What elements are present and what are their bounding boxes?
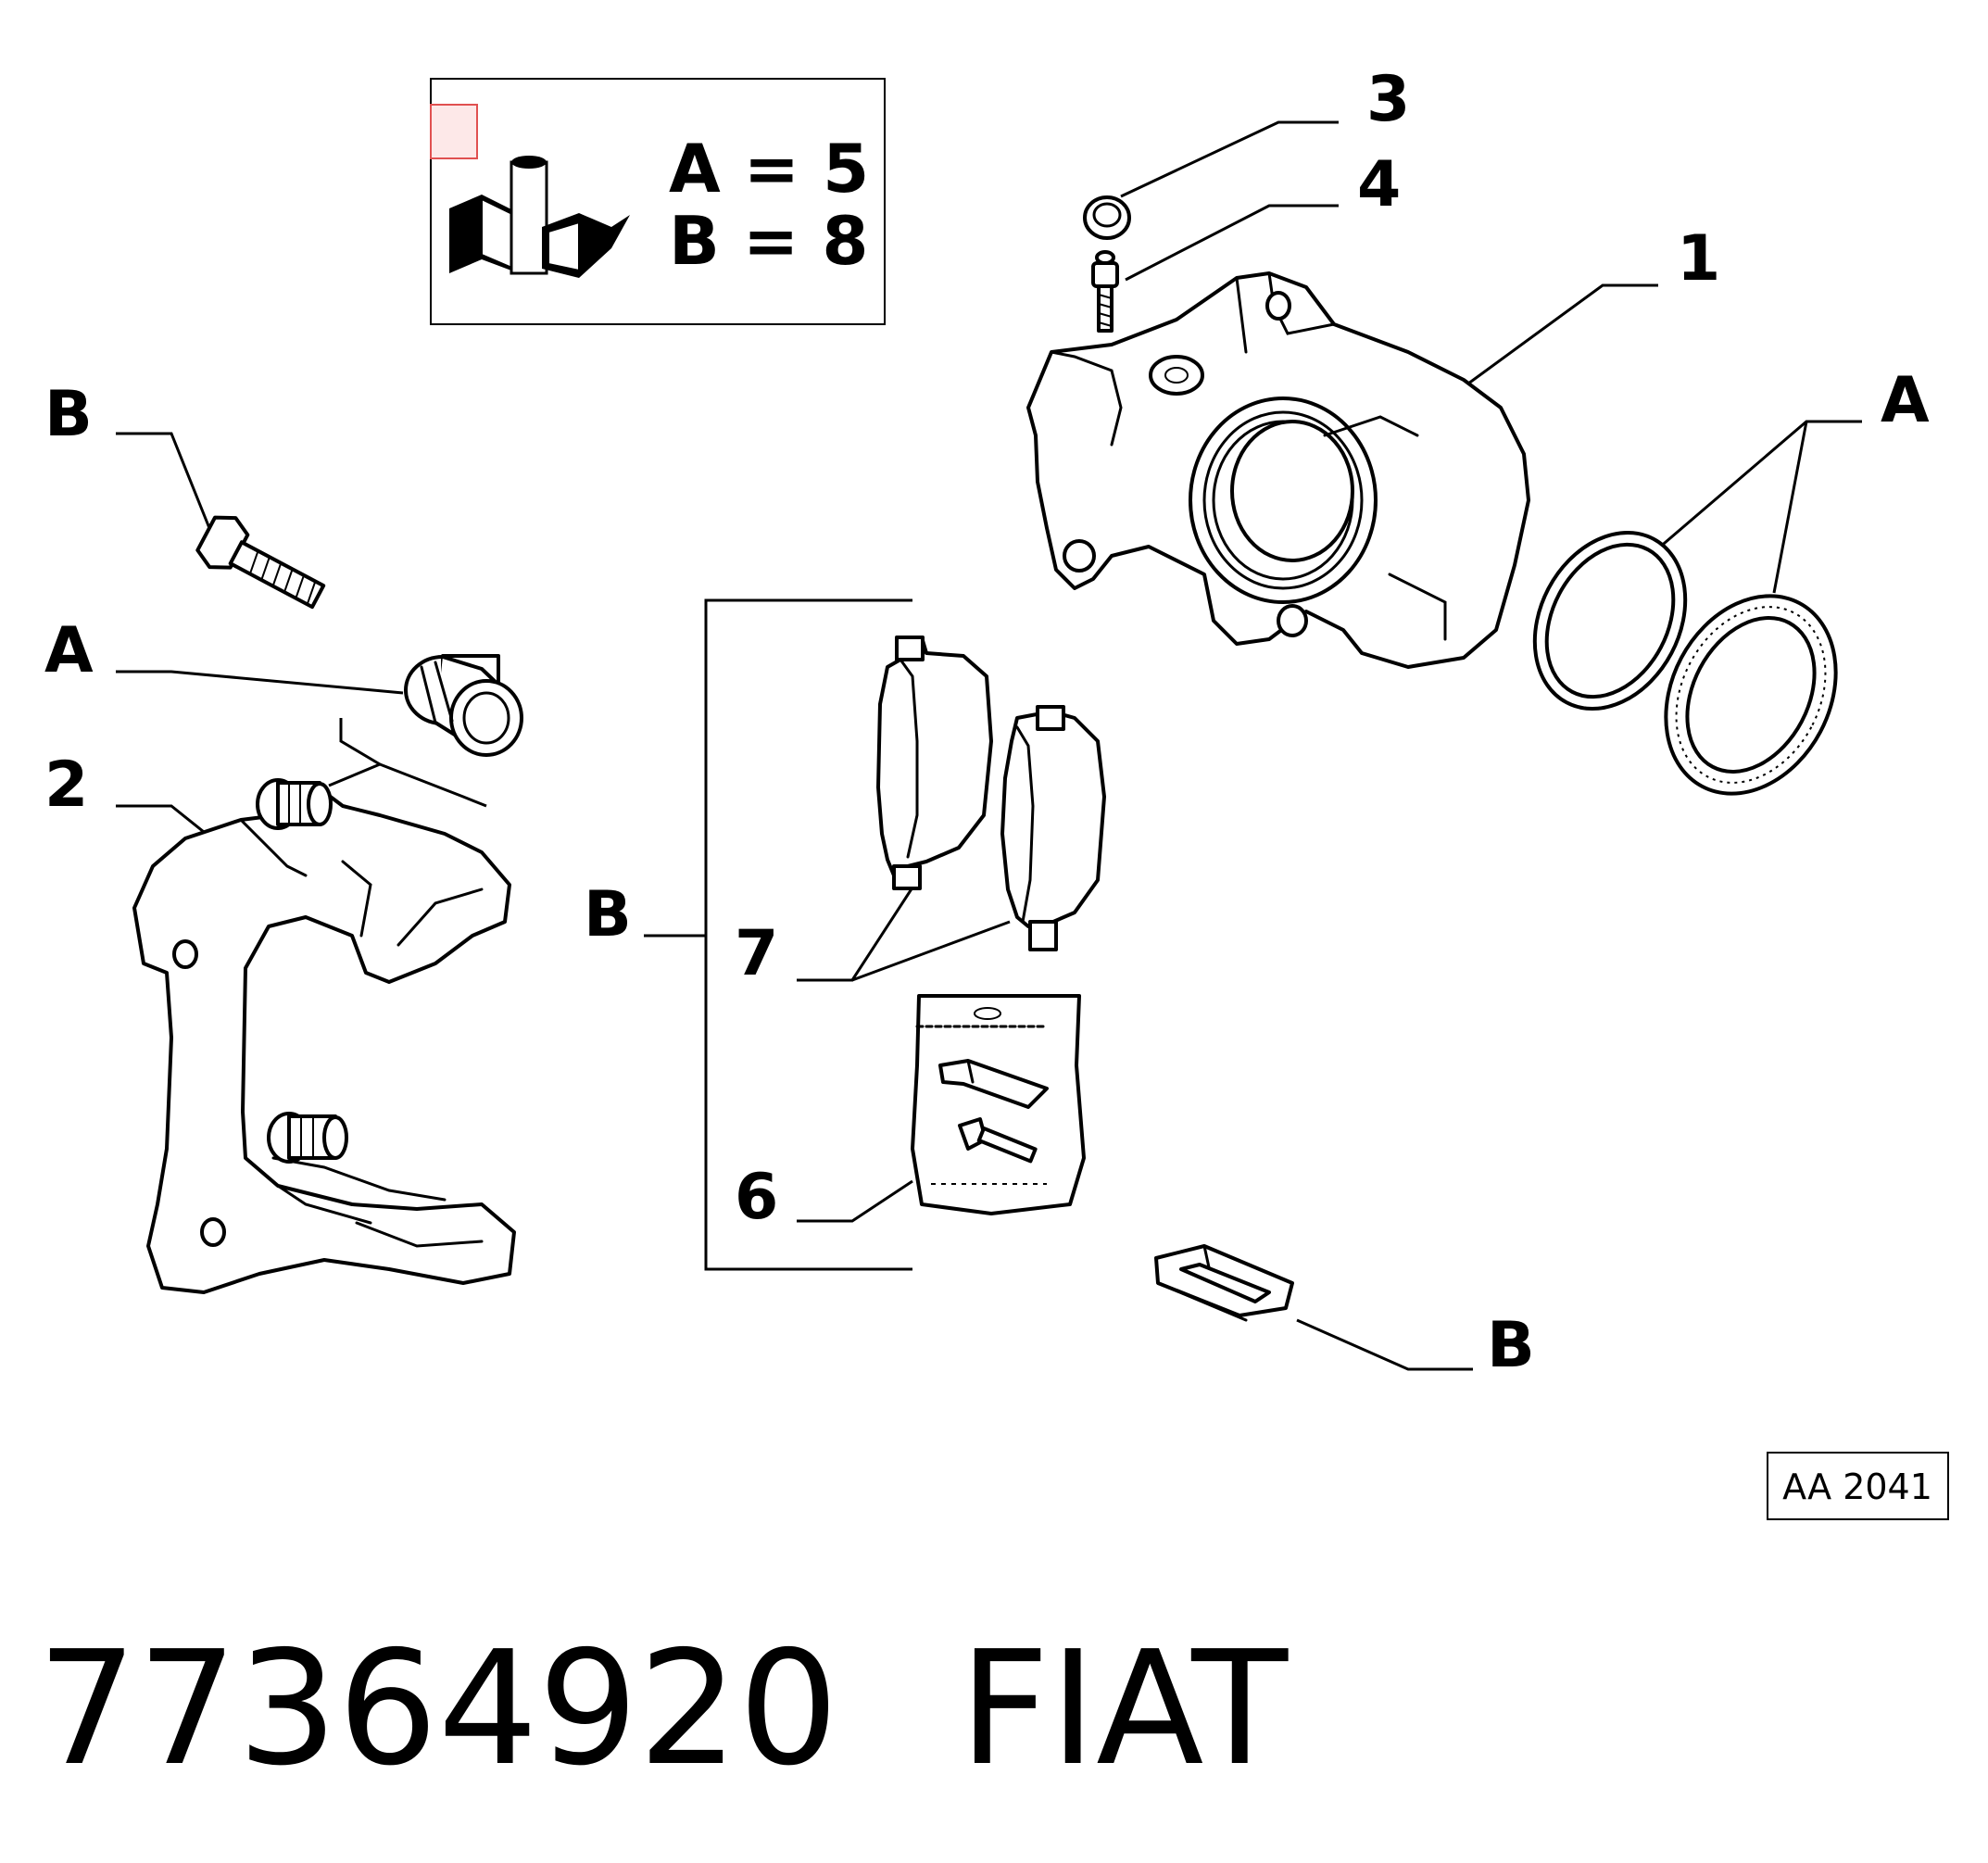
dust-boot-ring: [1664, 594, 1838, 796]
callout-2: 2: [44, 749, 88, 822]
bleed-cap: [1083, 195, 1131, 240]
anti-rattle-clip: [1154, 1244, 1294, 1322]
guide-bolt: [195, 515, 326, 610]
fiat-kit-box-icon: [449, 156, 630, 278]
callout-a-right: A: [1881, 364, 1930, 437]
callout-a-left: A: [44, 614, 94, 687]
leader-lines: [116, 120, 1862, 1371]
callout-b-top-left: B: [44, 378, 93, 451]
brake-pad-rear: [1000, 705, 1106, 951]
brake-pad-front: [876, 636, 993, 890]
brand-name: FIAT: [959, 1618, 1289, 1801]
bleed-screw: [1091, 250, 1119, 333]
caliper-bracket: [132, 778, 516, 1294]
reference-code-box: AA 2041: [1767, 1452, 1949, 1520]
piston-seal-ring: [1532, 530, 1688, 711]
kit-marker-square: [430, 104, 478, 159]
callout-1: 1: [1677, 222, 1720, 296]
reference-code: AA 2041: [1782, 1466, 1932, 1507]
callout-6: 6: [735, 1161, 778, 1234]
caliper-body: [1026, 271, 1530, 669]
bracket-b: [704, 598, 912, 1271]
part-number: 77364920: [37, 1618, 839, 1801]
kit-legend-box: A = 5 B = 8: [430, 78, 886, 325]
hardware-kit-bag: [911, 994, 1086, 1215]
guide-bushing: [404, 654, 523, 757]
kit-line-a: A = 5: [669, 130, 869, 208]
callout-7: 7: [735, 917, 778, 990]
callout-b-bottom: B: [1487, 1309, 1535, 1382]
callout-3: 3: [1366, 63, 1410, 136]
callout-4: 4: [1357, 148, 1401, 221]
callout-b-bracket: B: [584, 878, 632, 951]
kit-line-b: B = 8: [669, 202, 868, 280]
